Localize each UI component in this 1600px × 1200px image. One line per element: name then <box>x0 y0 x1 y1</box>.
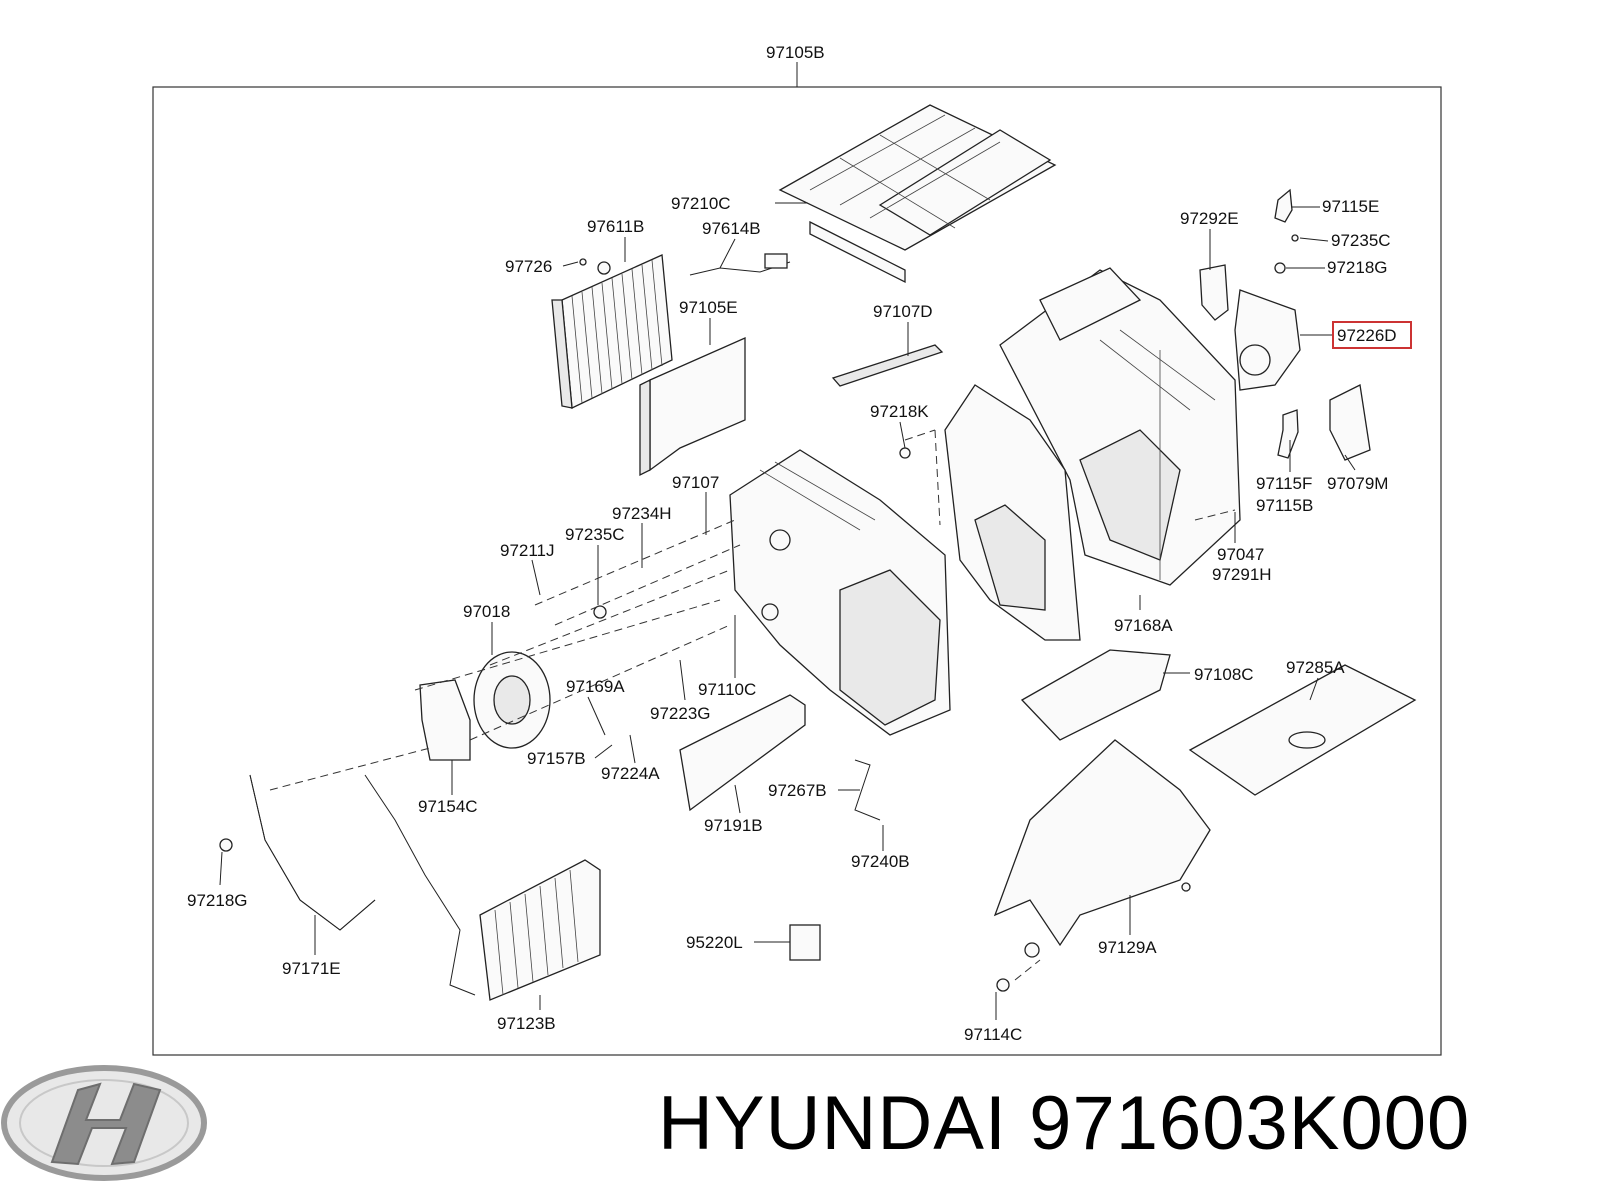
label-97611B: 97611B <box>587 217 644 236</box>
label-97105B: 97105B <box>766 43 825 62</box>
label-97115E: 97115E <box>1322 197 1379 216</box>
label-97018: 97018 <box>463 602 510 621</box>
label-97115F: 97115F <box>1256 474 1312 493</box>
label-97291H: 97291H <box>1212 565 1272 584</box>
temperature-sensor <box>689 253 791 276</box>
label-97218G-top: 97218G <box>1327 258 1388 277</box>
label-97234H: 97234H <box>612 504 672 523</box>
small-filter <box>831 344 944 387</box>
actuator-lever <box>1277 409 1299 459</box>
screws <box>219 234 1299 992</box>
cabin-filter <box>679 694 806 812</box>
hvac-case-middle <box>944 384 1081 641</box>
label-97115B: 97115B <box>1256 496 1313 515</box>
label-97218K: 97218K <box>870 402 929 421</box>
actuator-lever-top <box>1274 188 1293 223</box>
lower-cover <box>1020 649 1171 741</box>
hvac-case-left <box>729 449 951 736</box>
leader-lines <box>219 202 1356 1020</box>
brand-text: HYUNDAI 971603K000 <box>658 1086 1470 1162</box>
blend-door-actuator <box>1234 289 1301 391</box>
label-95220L: 95220L <box>686 933 743 952</box>
label-97114C: 97114C <box>964 1025 1022 1044</box>
label-97157B: 97157B <box>527 749 586 768</box>
label-97211J: 97211J <box>500 541 555 560</box>
label-97240B: 97240B <box>851 852 910 871</box>
label-97223G: 97223G <box>650 704 711 723</box>
label-97154C: 97154C <box>418 797 478 816</box>
label-97105E: 97105E <box>679 298 738 317</box>
label-97169A: 97169A <box>566 677 625 696</box>
hvac-case-right <box>999 267 1241 586</box>
label-97123B: 97123B <box>497 1014 556 1033</box>
label-97726: 97726 <box>505 257 552 276</box>
label-97210C: 97210C <box>671 194 731 213</box>
label-97107D: 97107D <box>873 302 933 321</box>
label-97292E: 97292E <box>1180 209 1239 228</box>
temp-sensor-wire <box>854 759 881 821</box>
label-97168A: 97168A <box>1114 616 1173 635</box>
heater-core <box>364 774 601 1001</box>
seal-ring <box>1329 384 1371 461</box>
label-97614B: 97614B <box>702 219 761 238</box>
label-97235C: 97235C <box>565 525 625 544</box>
label-97224A: 97224A <box>601 764 660 783</box>
actuator-bracket <box>1199 264 1229 321</box>
label-97285A: 97285A <box>1286 658 1345 677</box>
air-filter <box>639 337 746 477</box>
label-97226D: 97226D <box>1337 326 1397 345</box>
highlight-box <box>1332 321 1412 349</box>
part-number: 971603K000 <box>1029 1081 1471 1166</box>
label-97129A: 97129A <box>1098 938 1157 957</box>
heater-pipe <box>249 774 376 931</box>
label-97171E: 97171E <box>282 959 341 978</box>
hyundai-logo-icon <box>1 1065 207 1181</box>
label-97267B: 97267B <box>768 781 827 800</box>
assembly-guide-lines <box>269 429 1236 981</box>
air-duct-frame <box>778 104 1057 284</box>
evaporator-core <box>551 254 673 409</box>
label-97110C: 97110C <box>698 680 756 699</box>
blower-resistor <box>419 679 471 761</box>
label-97107: 97107 <box>672 473 719 492</box>
relay <box>789 924 821 961</box>
blower-motor <box>473 651 551 749</box>
brand-name: HYUNDAI <box>658 1081 1008 1166</box>
label-97047: 97047 <box>1217 545 1264 564</box>
label-97218G: 97218G <box>187 891 248 910</box>
label-97079M: 97079M <box>1327 474 1388 493</box>
label-97108C: 97108C <box>1194 665 1254 684</box>
lower-case <box>993 739 1211 947</box>
base-plate <box>1188 664 1417 796</box>
part-labels: 97105B 97210C 97611B 97614B 97726 97105E… <box>187 43 1397 1044</box>
label-97235C-top: 97235C <box>1331 231 1391 250</box>
label-97191B: 97191B <box>704 816 763 835</box>
